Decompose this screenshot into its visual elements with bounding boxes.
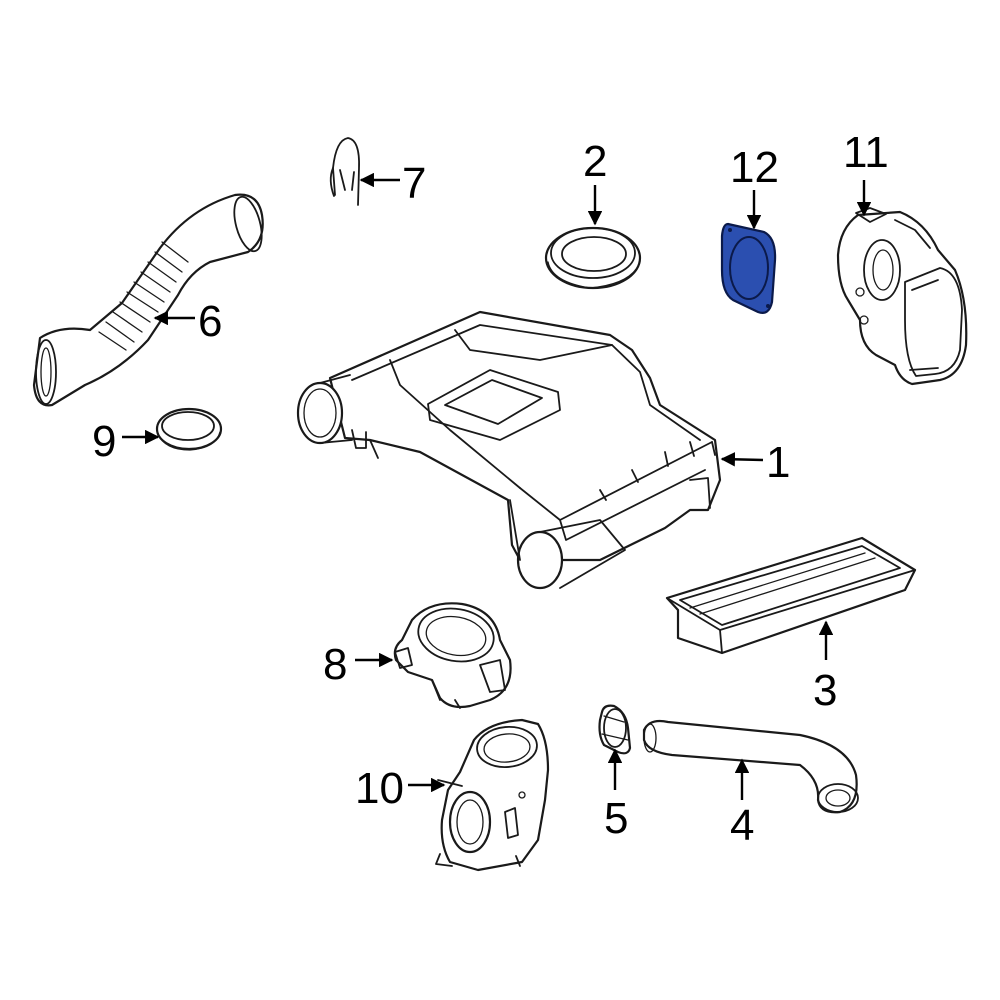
seal-ring-part-9[interactable] <box>155 407 223 451</box>
air-duct-hose-part-6[interactable] <box>32 193 267 407</box>
air-filter-housing-part-1[interactable] <box>296 310 722 590</box>
callout-3: 3 <box>813 666 837 715</box>
breather-hose-part-4[interactable] <box>642 719 859 814</box>
callout-4: 4 <box>730 801 754 850</box>
callout-11: 11 <box>843 128 889 177</box>
callout-2: 2 <box>583 137 607 186</box>
callout-8: 8 <box>323 640 347 689</box>
callout-5: 5 <box>604 794 628 843</box>
intake-adapter-part-10[interactable] <box>435 718 550 872</box>
mass-air-flow-sensor-part-8[interactable] <box>393 602 512 709</box>
hose-clamp-part-5[interactable] <box>598 704 632 755</box>
callout-numbers: 1 2 3 4 5 6 7 8 9 10 11 12 <box>92 128 889 850</box>
callout-6: 6 <box>198 297 222 346</box>
gasket-part-12[interactable] <box>720 222 777 314</box>
callout-7: 7 <box>402 159 426 208</box>
callout-10: 10 <box>355 764 404 813</box>
clip-part-7[interactable] <box>329 137 360 206</box>
grommet-ring-part-2[interactable] <box>544 226 642 290</box>
air-filter-element-part-3[interactable] <box>665 536 917 655</box>
arrow-1 <box>720 452 764 467</box>
throttle-body-part-11[interactable] <box>836 207 968 386</box>
callout-12: 12 <box>730 143 779 192</box>
callout-1: 1 <box>766 438 790 487</box>
leader-arrows <box>122 172 872 800</box>
callout-9: 9 <box>92 417 116 466</box>
